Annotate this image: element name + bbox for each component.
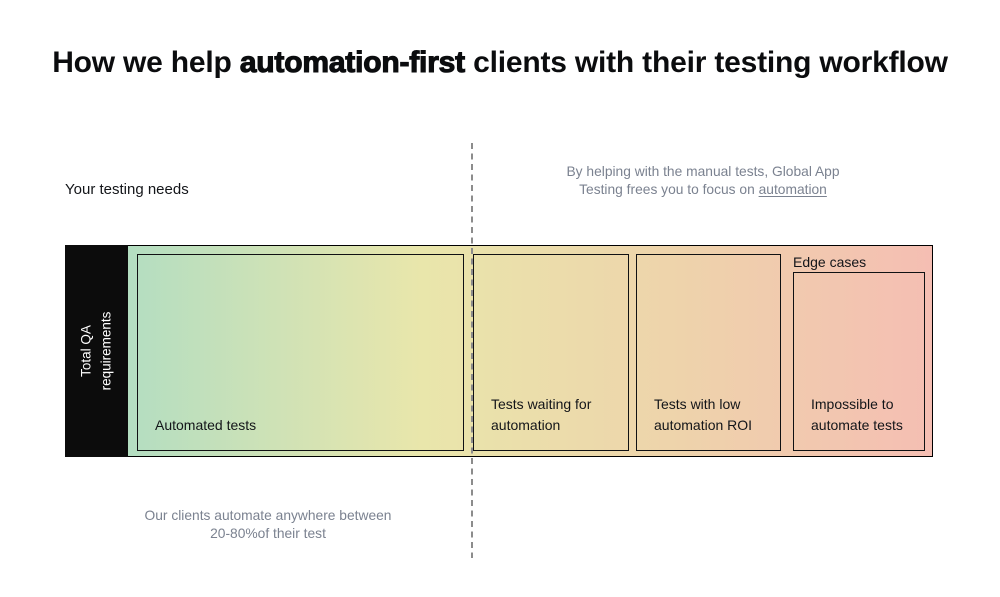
title-prefix: How we help [52,46,240,79]
axis-label-line2: requirements [98,311,114,391]
manual-tests-note-line2: Testing frees you to focus on automation [503,181,903,199]
segment-label: Impossible to automate tests [811,396,903,433]
segment-impossible-automate-tests: Impossible to automate tests [793,272,925,451]
your-testing-needs-label: Your testing needs [65,181,189,198]
page-title: How we help automation-first clients wit… [0,42,1000,83]
automation-divider-dashed-line [471,143,473,558]
total-qa-axis-label: Total QA requirements [77,312,117,391]
clients-automate-note: Our clients automate anywhere between 20… [68,507,468,542]
segment-tests-low-automation-roi: Tests with low automation ROI [636,254,781,451]
automation-link[interactable]: automation [758,181,827,197]
manual-tests-note: By helping with the manual tests, Global… [503,163,903,198]
segment-label: Automated tests [155,417,257,433]
qa-requirements-bar: Total QA requirements Automated tests Te… [65,245,933,457]
edge-cases-label: Edge cases [793,254,867,270]
axis-label-line1: Total QA [78,325,94,377]
segment-label: Tests waiting for automation [491,396,592,433]
title-emphasis: automation-first [239,45,465,79]
segment-tests-waiting-automation: Tests waiting for automation [473,254,629,451]
manual-tests-note-line1: By helping with the manual tests, Global… [566,164,840,179]
total-qa-axis-box: Total QA requirements [65,245,128,457]
segment-label: Tests with low automation ROI [654,396,753,433]
clients-automate-note-line1: Our clients automate anywhere between [144,508,392,523]
manual-tests-note-line2-prefix: Testing frees you to focus on [579,181,759,197]
segment-automated-tests: Automated tests [137,254,464,451]
title-suffix: clients with their testing workflow [464,46,948,79]
clients-automate-note-line2: 20-80%of their test [210,525,326,541]
